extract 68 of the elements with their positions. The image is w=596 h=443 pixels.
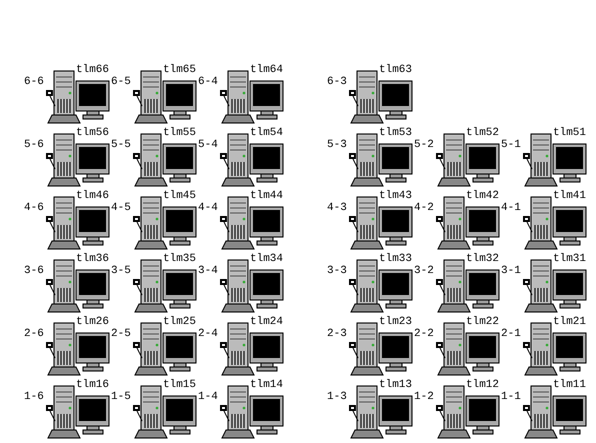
station-label: 3-5 xyxy=(111,265,131,277)
host-name: tlm51 xyxy=(553,127,586,139)
host-name: tlm53 xyxy=(379,127,412,139)
station-label: 1-2 xyxy=(414,391,434,403)
host-name: tlm66 xyxy=(76,64,110,76)
host-name: tlm43 xyxy=(379,190,412,202)
station-label: 4-5 xyxy=(111,202,131,214)
host-name: tlm33 xyxy=(379,253,412,265)
station-label: 5-3 xyxy=(327,139,347,151)
station-label: 5-1 xyxy=(501,139,521,151)
host-name: tlm12 xyxy=(466,379,500,391)
host-name: tlm42 xyxy=(466,190,500,202)
host-name: tlm41 xyxy=(553,190,586,202)
station-label: 2-5 xyxy=(111,328,131,340)
station-label: 4-1 xyxy=(501,202,521,214)
station-label: 6-4 xyxy=(198,76,218,88)
station-label: 3-6 xyxy=(24,265,44,277)
station-label: 2-1 xyxy=(501,328,521,340)
station-label: 1-6 xyxy=(24,391,44,403)
host-name: tlm22 xyxy=(466,316,500,328)
host-name: tlm15 xyxy=(163,379,196,391)
station-label: 1-4 xyxy=(198,391,218,403)
station-label: 4-2 xyxy=(414,202,434,214)
host-name: tlm34 xyxy=(250,253,284,265)
host-name: tlm21 xyxy=(553,316,586,328)
host-name: tlm25 xyxy=(163,316,196,328)
host-name: tlm44 xyxy=(250,190,284,202)
station-label: 5-2 xyxy=(414,139,434,151)
host-name: tlm46 xyxy=(76,190,110,202)
station-label: 1-3 xyxy=(327,391,347,403)
station-label: 2-4 xyxy=(198,328,218,340)
station-label: 3-4 xyxy=(198,265,218,277)
station-label: 6-5 xyxy=(111,76,131,88)
host-name: tlm64 xyxy=(250,64,284,76)
station-label: 6-3 xyxy=(327,76,347,88)
station-label: 4-3 xyxy=(327,202,347,214)
station-label: 1-1 xyxy=(501,391,521,403)
host-name: tlm32 xyxy=(466,253,500,265)
host-name: tlm26 xyxy=(76,316,110,328)
host-name: tlm24 xyxy=(250,316,284,328)
station-label: 2-6 xyxy=(24,328,44,340)
host-name: tlm63 xyxy=(379,64,412,76)
host-name: tlm56 xyxy=(76,127,110,139)
station-label: 5-5 xyxy=(111,139,131,151)
station-label: 4-6 xyxy=(24,202,44,214)
station-label: 2-3 xyxy=(327,328,347,340)
host-name: tlm35 xyxy=(163,253,196,265)
host-name: tlm13 xyxy=(379,379,412,391)
station-label: 1-5 xyxy=(111,391,131,403)
station-label: 3-1 xyxy=(501,265,521,277)
host-name: tlm55 xyxy=(163,127,196,139)
station-label: 3-3 xyxy=(327,265,347,277)
station-label: 5-6 xyxy=(24,139,44,151)
host-name: tlm23 xyxy=(379,316,412,328)
host-name: tlm36 xyxy=(76,253,110,265)
station-label: 6-6 xyxy=(24,76,44,88)
host-name: tlm54 xyxy=(250,127,284,139)
host-name: tlm14 xyxy=(250,379,284,391)
host-name: tlm65 xyxy=(163,64,196,76)
station-label: 2-2 xyxy=(414,328,434,340)
station-label: 5-4 xyxy=(198,139,218,151)
station-label: 4-4 xyxy=(198,202,218,214)
host-name: tlm16 xyxy=(76,379,110,391)
station-label: 3-2 xyxy=(414,265,434,277)
host-name: tlm52 xyxy=(466,127,500,139)
host-name: tlm31 xyxy=(553,253,586,265)
host-name: tlm45 xyxy=(163,190,196,202)
host-name: tlm11 xyxy=(553,379,586,391)
